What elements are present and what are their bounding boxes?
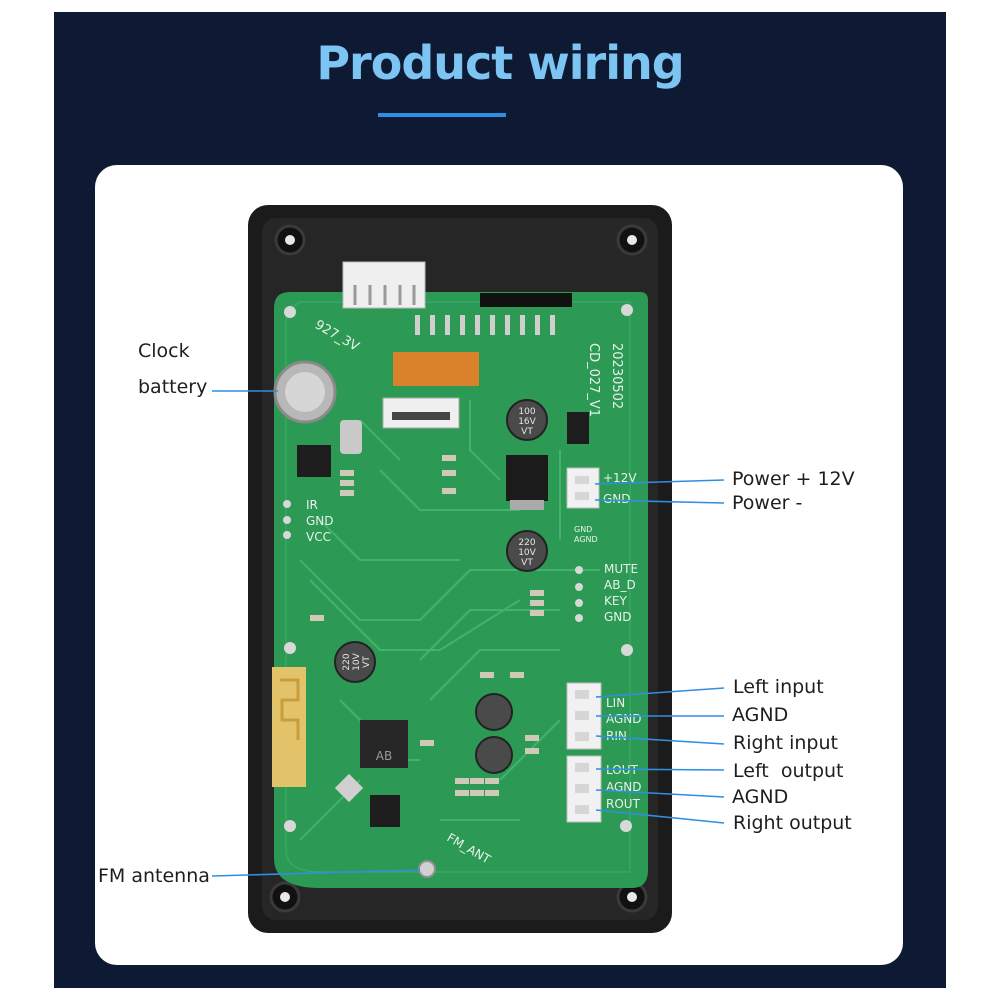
ic-chip	[297, 445, 331, 477]
label-fm-antenna: FM antenna	[98, 865, 210, 887]
cap-c25-voltage: 16V	[518, 417, 536, 427]
silk-rin: RIN	[606, 729, 627, 743]
cap-c7-value: 220	[518, 538, 535, 548]
electrolytic-capacitors	[334, 399, 548, 774]
silk-vcc: VCC	[306, 530, 331, 544]
label-left-output: Left output	[733, 760, 844, 782]
connector-power	[566, 467, 600, 509]
label-right-input: Right input	[733, 732, 838, 754]
main-chip	[360, 720, 408, 768]
silk-rout: ROUT	[606, 797, 641, 811]
cap-c25-value: 100	[518, 407, 535, 417]
smd-components	[310, 455, 544, 796]
connector-output	[566, 755, 602, 823]
label-agnd-1: AGND	[732, 704, 789, 726]
black-top-connector	[480, 293, 572, 307]
label-clock: Clock	[138, 340, 190, 362]
orange-ribbon-cable	[393, 352, 479, 386]
silk-ir: IR	[306, 498, 318, 512]
chip-marking: AB	[376, 749, 392, 763]
ic-chip	[370, 795, 400, 827]
bluetooth-module	[272, 667, 306, 787]
connector-input	[566, 682, 602, 750]
label-power-neg: Power -	[732, 492, 803, 514]
label-battery: battery	[138, 376, 208, 398]
label-agnd-2: AGND	[732, 786, 789, 808]
title-underline	[378, 113, 506, 117]
cap-c7-series: VT	[521, 558, 533, 568]
silk-power-pos: +12V	[603, 471, 637, 485]
page-title: Product wiring	[316, 36, 684, 90]
cap-c8-value: 220	[342, 653, 352, 670]
cap-c8-voltage: 10V	[352, 652, 362, 670]
silk-gnd-small: GND	[574, 525, 592, 534]
silk-ir-gnd: GND	[306, 514, 334, 528]
cap-c7-voltage: 10V	[518, 548, 536, 558]
sot-chip	[334, 773, 364, 803]
label-right-output: Right output	[733, 812, 852, 834]
cap-c8-series: VT	[362, 656, 372, 668]
silk-abd: AB_D	[604, 578, 636, 592]
voltage-regulator	[506, 455, 548, 501]
label-power-pos: Power + 12V	[732, 468, 855, 490]
silk-power-gnd: GND	[603, 492, 631, 506]
crystal	[340, 420, 362, 454]
silk-agnd-small: AGND	[574, 535, 598, 544]
silk-key-gnd: GND	[604, 610, 632, 624]
silk-key: KEY	[604, 594, 627, 608]
fm-antenna-pad	[418, 860, 436, 878]
cap-c25-series: VT	[521, 427, 533, 437]
silk-date: 20230502	[609, 343, 624, 409]
plated-holes	[283, 304, 633, 832]
silk-mute: MUTE	[604, 562, 638, 576]
silk-lin: LIN	[606, 696, 625, 710]
ic-chip	[567, 412, 589, 444]
silk-agnd-in: AGND	[606, 712, 642, 726]
header-pins	[415, 315, 555, 335]
silk-part: CD_027_V1	[586, 343, 601, 417]
callout-lines	[211, 390, 725, 877]
label-left-input: Left input	[733, 676, 824, 698]
